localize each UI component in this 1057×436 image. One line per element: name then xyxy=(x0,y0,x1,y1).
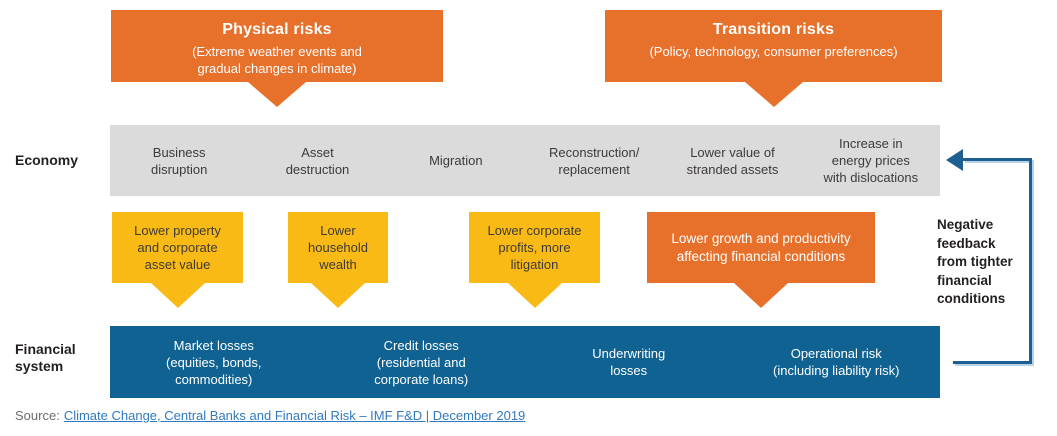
negative-feedback-label: Negative feedback from tighter financial… xyxy=(937,217,1013,306)
impact-corporate-box: Lower corporate profits, more litigation xyxy=(469,212,600,308)
impact-growth-box: Lower growth and productivity affecting … xyxy=(647,212,875,308)
feedback-line xyxy=(963,158,1032,161)
financial-item: Operational risk (including liability ri… xyxy=(773,346,900,378)
impact-property-text: Lower property and corporate asset value xyxy=(134,223,221,272)
feedback-line xyxy=(953,361,1032,364)
transition-risks-subtitle: (Policy, technology, consumer preference… xyxy=(649,44,898,59)
economy-item: Increase in energy prices with dislocati… xyxy=(823,136,919,185)
financial-system-label: Financial system xyxy=(15,341,76,374)
down-triangle-icon xyxy=(507,283,562,308)
down-triangle-icon xyxy=(734,283,788,308)
impact-household-box: Lower household wealth xyxy=(288,212,388,308)
economy-item: Migration xyxy=(429,153,483,168)
physical-risks-subtitle: (Extreme weather events and gradual chan… xyxy=(192,44,362,76)
economy-item: Business disruption xyxy=(150,144,208,177)
physical-risks-box: Physical risks (Extreme weather events a… xyxy=(111,10,443,107)
impact-property-box: Lower property and corporate asset value xyxy=(112,212,243,308)
economy-bar: Business disruption Asset destruction Mi… xyxy=(110,125,940,196)
feedback-line xyxy=(1029,158,1032,364)
financial-item: Underwriting losses xyxy=(592,346,666,378)
economy-item: Reconstruction/ replacement xyxy=(548,144,640,177)
source-link[interactable]: Climate Change, Central Banks and Financ… xyxy=(63,408,526,423)
economy-item: Asset destruction xyxy=(285,144,350,177)
transition-risks-title: Transition risks xyxy=(712,21,835,38)
transition-risks-box: Transition risks (Policy, technology, co… xyxy=(605,10,942,107)
source-line: Source:Climate Change, Central Banks and… xyxy=(15,408,525,423)
down-triangle-icon xyxy=(311,283,365,308)
financial-system-bar: Market losses (equities, bonds, commodit… xyxy=(110,326,940,398)
economy-label: Economy xyxy=(15,152,79,168)
impact-corporate-text: Lower corporate profits, more litigation xyxy=(487,223,582,272)
source-prefix: Source: xyxy=(15,408,60,423)
down-triangle-icon xyxy=(150,283,205,308)
impact-growth-text: Lower growth and productivity affecting … xyxy=(671,230,851,264)
down-triangle-icon xyxy=(744,82,803,107)
financial-item: Market losses (equities, bonds, commodit… xyxy=(166,337,262,387)
down-triangle-icon xyxy=(248,82,306,107)
physical-risks-title: Physical risks xyxy=(222,21,332,38)
left-arrowhead-icon xyxy=(946,149,963,171)
impact-household-text: Lower household wealth xyxy=(308,223,368,272)
financial-item: Credit losses (residential and corporate… xyxy=(374,337,469,387)
economy-item: Lower value of stranded assets xyxy=(686,144,779,177)
